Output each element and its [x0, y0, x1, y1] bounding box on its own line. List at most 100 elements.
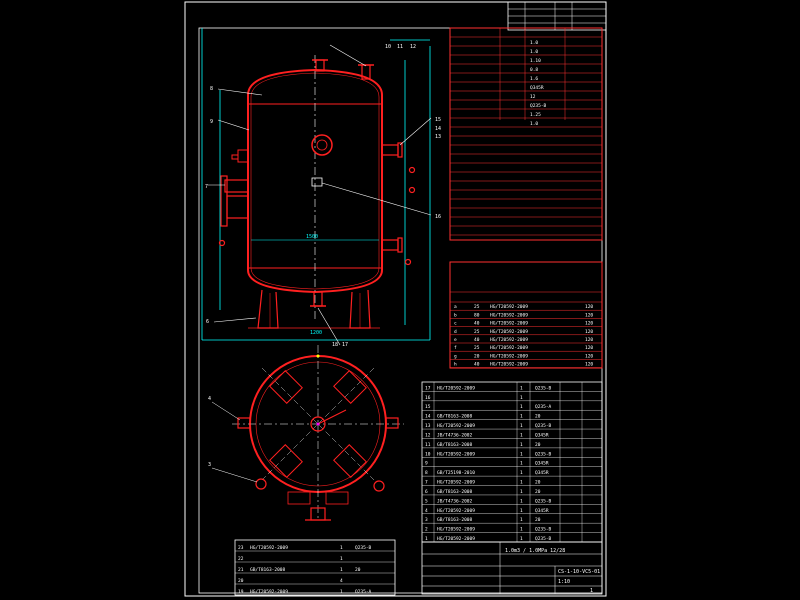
- left-inlet-nozzle: [218, 175, 249, 247]
- nozzle-standard: HG/T20592-2009: [490, 329, 528, 335]
- bom-number: 12: [425, 432, 431, 438]
- bom-lower-material: Q235-B: [355, 545, 372, 551]
- nozzle-standard: HG/T20592-2009: [490, 362, 528, 368]
- title-block: 1.0m3 / 1.0MPa 12/28 CS-1-10-VC5-01 1:10…: [421, 541, 603, 595]
- bom-number: 5: [425, 498, 428, 504]
- callout-3: 3: [208, 462, 211, 468]
- vessel-support-skirt: [248, 289, 380, 329]
- nozzle-note: 120: [585, 304, 593, 310]
- nozzle-standard: HG/T20592-2009: [490, 312, 528, 318]
- bom-number: 17: [425, 385, 431, 391]
- callout-leaders: [208, 44, 432, 346]
- bom-lower-number: 21: [238, 567, 244, 573]
- bom-number: 2: [425, 527, 428, 533]
- bom-qty: 1: [520, 461, 523, 467]
- nozzle-dn: 80: [474, 312, 480, 318]
- spec-value: 1.10: [530, 58, 541, 64]
- bom-standard: GB/T8163-2008: [437, 442, 473, 448]
- bom-standard: HG/T20592-2009: [437, 385, 475, 391]
- bom-lower-number: 20: [238, 578, 244, 584]
- bom-material: 20: [535, 489, 541, 495]
- bom-material: 20: [535, 442, 541, 448]
- callout-9: 9: [210, 119, 213, 125]
- right-nozzles: [381, 142, 416, 266]
- nozzle-dn: 25: [474, 345, 480, 351]
- nozzle-dn: 40: [474, 362, 480, 368]
- bom-qty: 1: [520, 423, 523, 429]
- nozzle-dn: 40: [474, 337, 480, 343]
- nozzle-standard: HG/T20592-2009: [490, 345, 528, 351]
- spec-value: 1.6: [530, 76, 538, 82]
- spec-value: 12: [530, 94, 536, 100]
- nozzle-note: 120: [585, 337, 593, 343]
- dim-label-diameter: 1500: [306, 234, 318, 240]
- title-scale: 1:10: [558, 579, 570, 585]
- bom-qty: 1: [520, 517, 523, 523]
- bom-number: 4: [425, 508, 428, 514]
- bom-number: 1: [425, 536, 428, 542]
- bom-material: 20: [535, 480, 541, 486]
- nozzle-mark: g: [454, 354, 457, 359]
- bom-qty: 1: [520, 432, 523, 438]
- bom-qty: 1: [520, 414, 523, 420]
- bom-number: 8: [425, 470, 428, 476]
- bom-standard: GB/T8163-2008: [437, 489, 473, 495]
- callout-11: 11: [397, 44, 403, 50]
- callout-numbers-elevation: 10 11 12 13 14 15 16 8 9 7 6 18 17: [205, 44, 441, 348]
- bom-lower-qty: 1: [340, 589, 343, 595]
- nozzle-mark: a: [454, 305, 457, 310]
- bom-lower-number: 22: [238, 556, 244, 562]
- bom-standard: JB/T4736-2002: [437, 432, 473, 438]
- bom-standard: JB/T4736-2002: [437, 498, 473, 504]
- nozzle-dn: 40: [474, 321, 480, 327]
- spec-value: 1.0: [530, 121, 538, 127]
- plan-center-nozzle: [310, 416, 326, 432]
- bom-qty: 1: [520, 404, 523, 410]
- bom-number: 3: [425, 517, 428, 523]
- dim-label-base: 1200: [310, 330, 322, 336]
- nozzle-mark: d: [454, 329, 457, 335]
- vessel-plan-view: 4 3: [208, 345, 404, 521]
- bom-number: 16: [425, 395, 431, 401]
- nozzle-mark: f: [454, 345, 457, 351]
- bom-number: 9: [425, 461, 428, 467]
- spec-value: Q345R: [530, 85, 544, 91]
- callout-17: 17: [342, 342, 348, 348]
- nozzle-note: 120: [585, 345, 593, 351]
- vessel-elevation: [218, 55, 416, 322]
- bom-lower-number: 19: [238, 589, 244, 595]
- callout-12: 12: [410, 44, 416, 50]
- bom-material: Q235-B: [535, 451, 552, 457]
- bom-lower-material: Q235-A: [355, 589, 372, 595]
- nozzle-standard: HG/T20592-2009: [490, 304, 528, 310]
- bom-standard: HG/T20592-2009: [437, 508, 475, 514]
- bom-lower-standard: HG/T20592-2009: [250, 545, 288, 551]
- vessel-shell-outline: [247, 68, 383, 294]
- spec-value: 1.0: [530, 49, 538, 55]
- bom-material: Q235-B: [535, 498, 552, 504]
- left-pad: [231, 149, 249, 163]
- elevation-dimension-frame: [201, 28, 431, 341]
- bom-material: Q345R: [535, 470, 549, 476]
- callout-13: 13: [435, 134, 441, 140]
- nozzle-mark: e: [454, 338, 457, 343]
- title-spec-line: 1.0m3 / 1.0MPa 12/28: [505, 548, 565, 554]
- bom-qty: 1: [520, 442, 523, 448]
- nozzle-dn: 25: [474, 304, 480, 310]
- callout-7: 7: [205, 184, 208, 190]
- bom-standard: HG/T20592-2009: [437, 480, 475, 486]
- bom-standard: HG/T20592-2009: [437, 423, 475, 429]
- spec-value: Q235-B: [530, 103, 547, 109]
- nozzle-note: 120: [585, 362, 593, 368]
- bom-material: Q345R: [535, 432, 549, 438]
- bom-number: 6: [425, 489, 428, 495]
- nozzle-dn: 25: [474, 329, 480, 335]
- plan-side-nozzles: [237, 417, 399, 521]
- bom-lower-standard: HG/T20592-2009: [250, 589, 288, 595]
- bom-qty: 1: [520, 527, 523, 533]
- nozzle-note: 120: [585, 321, 593, 327]
- nozzle-mark: h: [454, 362, 457, 368]
- header-block: [507, 1, 607, 31]
